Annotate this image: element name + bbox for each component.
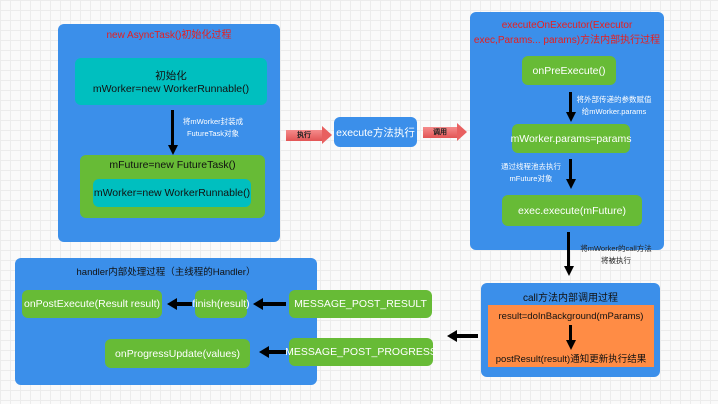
- executor-title: executeOnExecutor(Executor exec,Params..…: [470, 18, 664, 48]
- init-worker-code: mWorker=new WorkerRunnable(): [92, 83, 250, 95]
- executor-title-line2: exec,Params... params)方法内部执行过程: [473, 35, 661, 46]
- future-worker-box: mWorker=new WorkerRunnable(): [93, 179, 251, 207]
- pre-execute-box: onPreExecute(): [522, 56, 616, 85]
- arrow-post: [569, 325, 572, 342]
- msg-post-progress-box: MESSAGE_POST_PROGRESS: [285, 338, 437, 366]
- execute-arrow-label: 执行: [286, 129, 322, 141]
- on-progress-update-label: onProgressUpdate(values): [115, 347, 240, 360]
- arrow-finish-to-post: [176, 302, 192, 306]
- msg-post-progress-label: MESSAGE_POST_PROGRESS: [285, 346, 437, 358]
- exec-label: exec.execute(mFuture): [518, 204, 626, 217]
- post-result: postResult(result)通知更新执行结果: [495, 354, 647, 365]
- arrow-to-handler: [456, 334, 478, 338]
- wrap-note-line2: FutureTask对象: [186, 129, 240, 138]
- wrap-note-line1: 将mWorker封装成: [182, 117, 244, 126]
- exec-box: exec.execute(mFuture): [502, 195, 642, 226]
- arrow-progress: [268, 350, 286, 354]
- on-post-execute-box: onPostExecute(Result result): [22, 290, 162, 318]
- future-worker-label: mWorker=new WorkerRunnable(): [93, 187, 251, 199]
- params-note-line1: 将外部传递的参数赋值: [576, 95, 652, 104]
- arrow-head: [259, 346, 269, 358]
- call-note-line2: 将被执行: [601, 256, 631, 265]
- exec-note-line2: mFuture对象: [509, 174, 553, 183]
- arrow-params: [569, 92, 572, 114]
- execute-label: execute方法执行: [336, 126, 415, 139]
- arrow-head: [447, 330, 457, 342]
- executor-title-line1: executeOnExecutor(Executor: [501, 20, 633, 31]
- arrow-head: [167, 298, 177, 310]
- arrow-exec: [569, 159, 572, 181]
- init-label: 初始化: [155, 70, 187, 82]
- arrow-wrap: [171, 110, 174, 147]
- msg-post-result-box: MESSAGE_POST_RESULT: [289, 290, 432, 318]
- arrow-head: [253, 298, 263, 310]
- call-arrow-label: 调用: [423, 126, 457, 138]
- init-title: new AsyncTask()初始化过程: [106, 30, 232, 41]
- finish-label: finish(result): [192, 298, 250, 310]
- handler-title: handler内部处理过程（主线程的Handler）: [76, 267, 256, 278]
- on-progress-update-box: onProgressUpdate(values): [105, 339, 250, 368]
- call-note-line1: 将mWorker的call方法: [580, 244, 652, 253]
- params-box: mWorker.params=params: [510, 124, 632, 153]
- do-in-background: result=doInBackground(mParams): [498, 311, 644, 322]
- pre-execute-label: onPreExecute(): [532, 64, 606, 77]
- wrap-note: 将mWorker封装成 FutureTask对象: [178, 116, 248, 140]
- arrow-head: [565, 340, 576, 350]
- call-title: call方法内部调用过程: [522, 293, 618, 304]
- execute-arrow: 执行: [286, 126, 332, 144]
- call-note: 将mWorker的call方法 将被执行: [574, 243, 658, 267]
- on-post-execute-label: onPostExecute(Result result): [24, 298, 160, 310]
- finish-box: finish(result): [192, 290, 250, 318]
- params-label: mWorker.params=params: [510, 132, 632, 145]
- arrow-head: [565, 112, 576, 122]
- call-arrow: 调用: [423, 123, 467, 141]
- arrow-head: [563, 266, 574, 276]
- init-worker-box: 初始化 mWorker=new WorkerRunnable(): [75, 58, 267, 105]
- msg-post-result-label: MESSAGE_POST_RESULT: [294, 298, 427, 310]
- arrow-result-to-finish: [262, 302, 286, 306]
- params-note-line2: 给mWorker.params: [581, 107, 647, 116]
- exec-note-line1: 通过线程池去执行: [501, 162, 561, 171]
- execute-box: execute方法执行: [334, 117, 417, 147]
- exec-note: 通过线程池去执行 mFuture对象: [496, 161, 566, 185]
- arrow-head: [167, 145, 178, 155]
- params-note: 将外部传递的参数赋值 给mWorker.params: [574, 94, 654, 118]
- arrow-call-method: [567, 232, 570, 268]
- arrow-head: [565, 179, 576, 189]
- future-label: mFuture=new FutureTask(): [109, 159, 236, 171]
